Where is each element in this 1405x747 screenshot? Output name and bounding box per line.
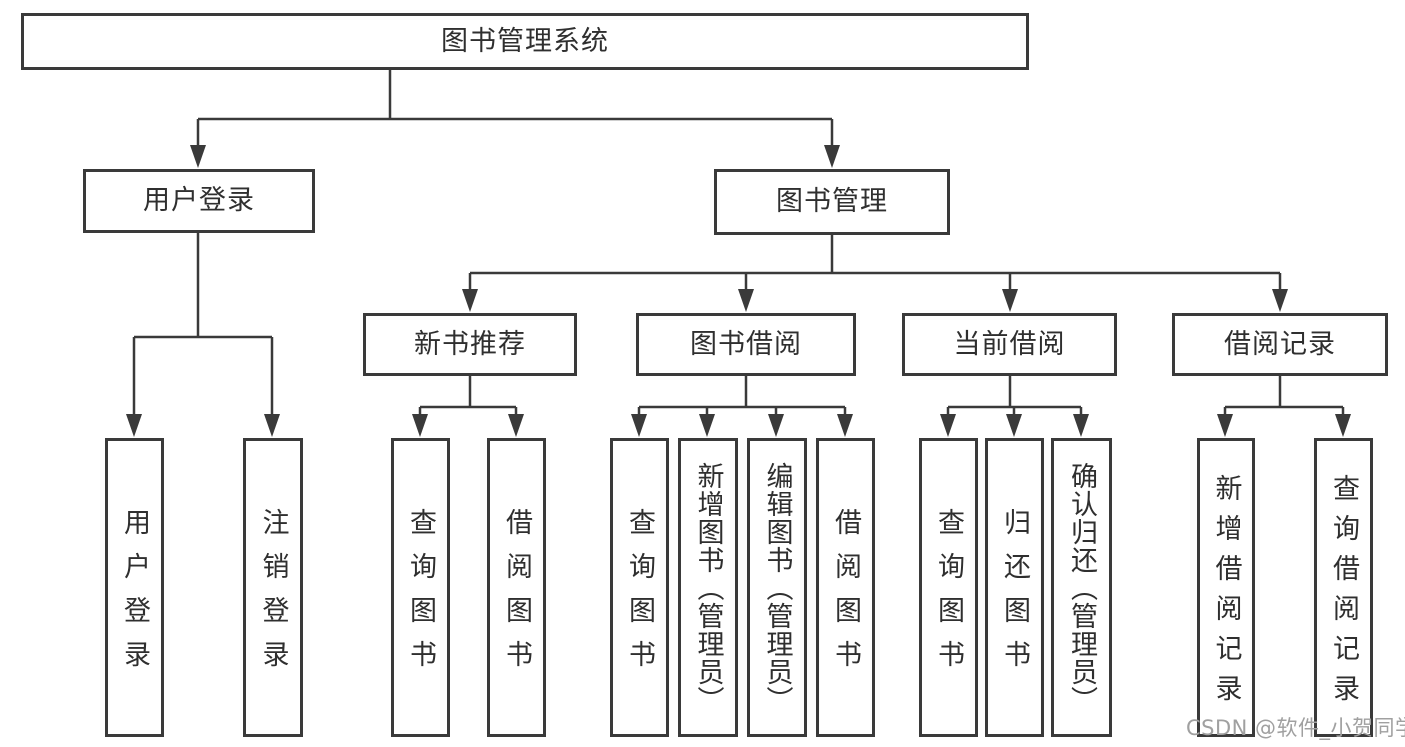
- node-label: 借阅记录: [1224, 328, 1336, 360]
- node-book-borrow: 图书借阅: [636, 313, 856, 376]
- node-leaf-borrow-book: 借阅图书: [816, 438, 875, 737]
- node-label: 图书管理: [776, 186, 888, 218]
- node-label: 图书管理系统: [441, 25, 609, 57]
- node-label: 新增图书（管理员）: [692, 461, 724, 714]
- node-leaf-query-book-recommend: 查询图书: [391, 438, 450, 737]
- node-label: 借阅图书: [830, 508, 861, 684]
- node-leaf-query-borrow-record: 查询借阅记录: [1314, 438, 1373, 737]
- arrowheads: [126, 145, 1351, 437]
- node-label: 查询图书: [624, 508, 655, 684]
- node-label: 查询图书: [405, 508, 436, 684]
- node-label: 新书推荐: [414, 328, 526, 360]
- node-new-book-recommend: 新书推荐: [363, 313, 577, 376]
- node-user-login: 用户登录: [83, 169, 315, 233]
- node-label: 新增借阅记录: [1210, 474, 1242, 714]
- node-leaf-return-book: 归还图书: [985, 438, 1044, 737]
- node-borrow-records: 借阅记录: [1172, 313, 1388, 376]
- node-book-management: 图书管理: [714, 169, 950, 235]
- node-leaf-add-book-admin: 新增图书（管理员）: [678, 438, 738, 737]
- node-label: 查询借阅记录: [1328, 474, 1359, 714]
- csdn-watermark: CSDN @软件_小贺同学: [1186, 716, 1405, 740]
- node-label: 查询图书: [933, 508, 964, 684]
- node-label: 编辑图书（管理员）: [761, 461, 793, 714]
- node-leaf-borrow-book-recommend: 借阅图书: [487, 438, 546, 737]
- node-label: 当前借阅: [953, 328, 1066, 360]
- node-label: 归还图书: [999, 508, 1030, 684]
- node-leaf-confirm-return-admin: 确认归还（管理员）: [1051, 438, 1112, 737]
- node-leaf-logout: 注销登录: [243, 438, 303, 737]
- node-label: 借阅图书: [501, 508, 532, 684]
- node-leaf-add-borrow-record: 新增借阅记录: [1197, 438, 1255, 737]
- node-leaf-edit-book-admin: 编辑图书（管理员）: [747, 438, 807, 737]
- node-leaf-user-login: 用户登录: [105, 438, 164, 737]
- node-label: 图书借阅: [690, 328, 802, 360]
- node-label: 用户登录: [143, 185, 255, 217]
- node-leaf-query-book-borrow: 查询图书: [610, 438, 669, 737]
- node-label: 确认归还（管理员）: [1066, 461, 1097, 714]
- node-system: 图书管理系统: [21, 13, 1029, 70]
- node-label: 用户登录: [119, 508, 150, 684]
- node-leaf-query-book-current: 查询图书: [919, 438, 978, 737]
- node-label: 注销登录: [257, 508, 289, 684]
- node-current-borrow: 当前借阅: [902, 313, 1117, 376]
